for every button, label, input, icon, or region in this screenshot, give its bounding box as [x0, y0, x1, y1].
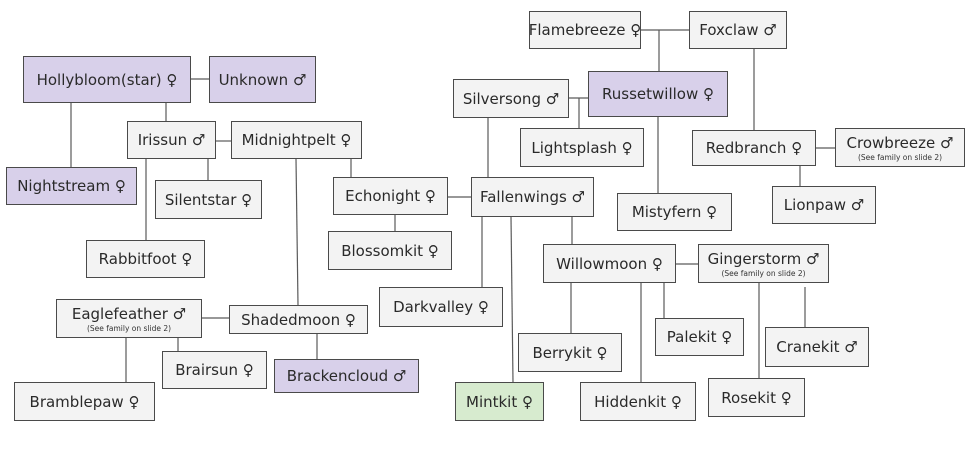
node-label: Lightsplash ♀ [531, 138, 633, 157]
node-bramblepaw[interactable]: Bramblepaw ♀ [14, 382, 155, 421]
node-brackencloud[interactable]: Brackencloud ♂ [274, 359, 419, 393]
connector [510, 216, 514, 383]
node-note: (See family on slide 2) [86, 323, 172, 333]
node-label: Silversong ♂ [462, 89, 560, 108]
node-rabbitfoot[interactable]: Rabbitfoot ♀ [86, 240, 205, 278]
node-label: Nightstream ♀ [17, 177, 126, 195]
node-label: Echonight ♀ [345, 187, 436, 205]
node-label: Darkvalley ♀ [393, 298, 489, 316]
node-label: Russetwillow ♀ [602, 85, 714, 103]
node-label: Brairsun ♀ [175, 361, 254, 379]
node-crowbreeze[interactable]: Crowbreeze ♂(See family on slide 2) [835, 128, 965, 167]
node-label: Silentstar ♀ [164, 190, 253, 209]
node-label: Blossomkit ♀ [341, 241, 439, 260]
node-label: Palekit ♀ [666, 328, 733, 346]
node-flamebreeze[interactable]: Flamebreeze ♀ [529, 11, 641, 49]
node-lightsplash[interactable]: Lightsplash ♀ [520, 128, 644, 167]
node-willowmoon[interactable]: Willowmoon ♀ [543, 244, 676, 283]
node-label: Berrykit ♀ [532, 343, 608, 362]
node-midnightpelt[interactable]: Midnightpelt ♀ [231, 121, 362, 159]
node-label: Rosekit ♀ [721, 388, 792, 407]
node-label: Bramblepaw ♀ [29, 392, 140, 411]
node-label: Hollybloom(star) ♀ [36, 70, 178, 89]
node-rosekit[interactable]: Rosekit ♀ [708, 378, 805, 417]
node-mintkit[interactable]: Mintkit ♀ [455, 382, 544, 421]
node-label: Rabbitfoot ♀ [98, 250, 193, 268]
node-label: Midnightpelt ♀ [241, 131, 352, 149]
node-lionpaw[interactable]: Lionpaw ♂ [772, 186, 876, 224]
node-russetwillow[interactable]: Russetwillow ♀ [588, 71, 728, 117]
node-label: Flamebreeze ♀ [528, 21, 642, 39]
node-label: Foxclaw ♂ [699, 21, 777, 39]
node-label: Irissun ♂ [137, 131, 206, 149]
node-foxclaw[interactable]: Foxclaw ♂ [689, 11, 787, 49]
node-nightstream[interactable]: Nightstream ♀ [6, 167, 137, 205]
node-darkvalley[interactable]: Darkvalley ♀ [379, 287, 503, 327]
node-label: Willowmoon ♀ [556, 254, 663, 273]
node-silversong[interactable]: Silversong ♂ [453, 79, 569, 118]
node-irissun[interactable]: Irissun ♂ [127, 121, 216, 159]
node-gingerstorm[interactable]: Gingerstorm ♂(See family on slide 2) [698, 244, 829, 283]
node-label: Hiddenkit ♀ [594, 392, 682, 411]
node-label: Cranekit ♂ [776, 338, 858, 356]
node-shadedmoon[interactable]: Shadedmoon ♀ [229, 305, 368, 334]
node-label: Lionpaw ♂ [783, 196, 865, 214]
node-note: (See family on slide 2) [857, 152, 943, 162]
node-label: Mistyfern ♀ [631, 203, 718, 221]
node-unknown[interactable]: Unknown ♂ [209, 56, 316, 103]
node-hiddenkit[interactable]: Hiddenkit ♀ [580, 382, 696, 421]
node-label: Brackencloud ♂ [286, 367, 407, 385]
node-echonight[interactable]: Echonight ♀ [333, 177, 448, 215]
node-hollybloom[interactable]: Hollybloom(star) ♀ [23, 56, 191, 103]
node-brairsun[interactable]: Brairsun ♀ [162, 351, 267, 389]
node-label: Shadedmoon ♀ [241, 310, 356, 329]
node-label: Fallenwings ♂ [479, 188, 585, 206]
node-berrykit[interactable]: Berrykit ♀ [518, 333, 622, 372]
node-label: Gingerstorm ♂ [707, 249, 820, 268]
node-redbranch[interactable]: Redbranch ♀ [692, 130, 816, 166]
node-cranekit[interactable]: Cranekit ♂ [765, 327, 869, 367]
node-label: Eaglefeather ♂ [71, 304, 187, 323]
node-eaglefeather[interactable]: Eaglefeather ♂(See family on slide 2) [56, 299, 202, 338]
node-label: Mintkit ♀ [466, 392, 533, 411]
node-label: Redbranch ♀ [705, 139, 803, 157]
node-silentstar[interactable]: Silentstar ♀ [155, 180, 262, 219]
node-blossomkit[interactable]: Blossomkit ♀ [328, 231, 452, 270]
node-mistyfern[interactable]: Mistyfern ♀ [617, 193, 732, 231]
node-label: Crowbreeze ♂ [846, 133, 954, 152]
node-note: (See family on slide 2) [721, 268, 806, 278]
node-label: Unknown ♂ [218, 70, 307, 89]
node-palekit[interactable]: Palekit ♀ [655, 318, 744, 356]
connector [295, 158, 299, 306]
node-fallenwings[interactable]: Fallenwings ♂ [471, 177, 594, 217]
